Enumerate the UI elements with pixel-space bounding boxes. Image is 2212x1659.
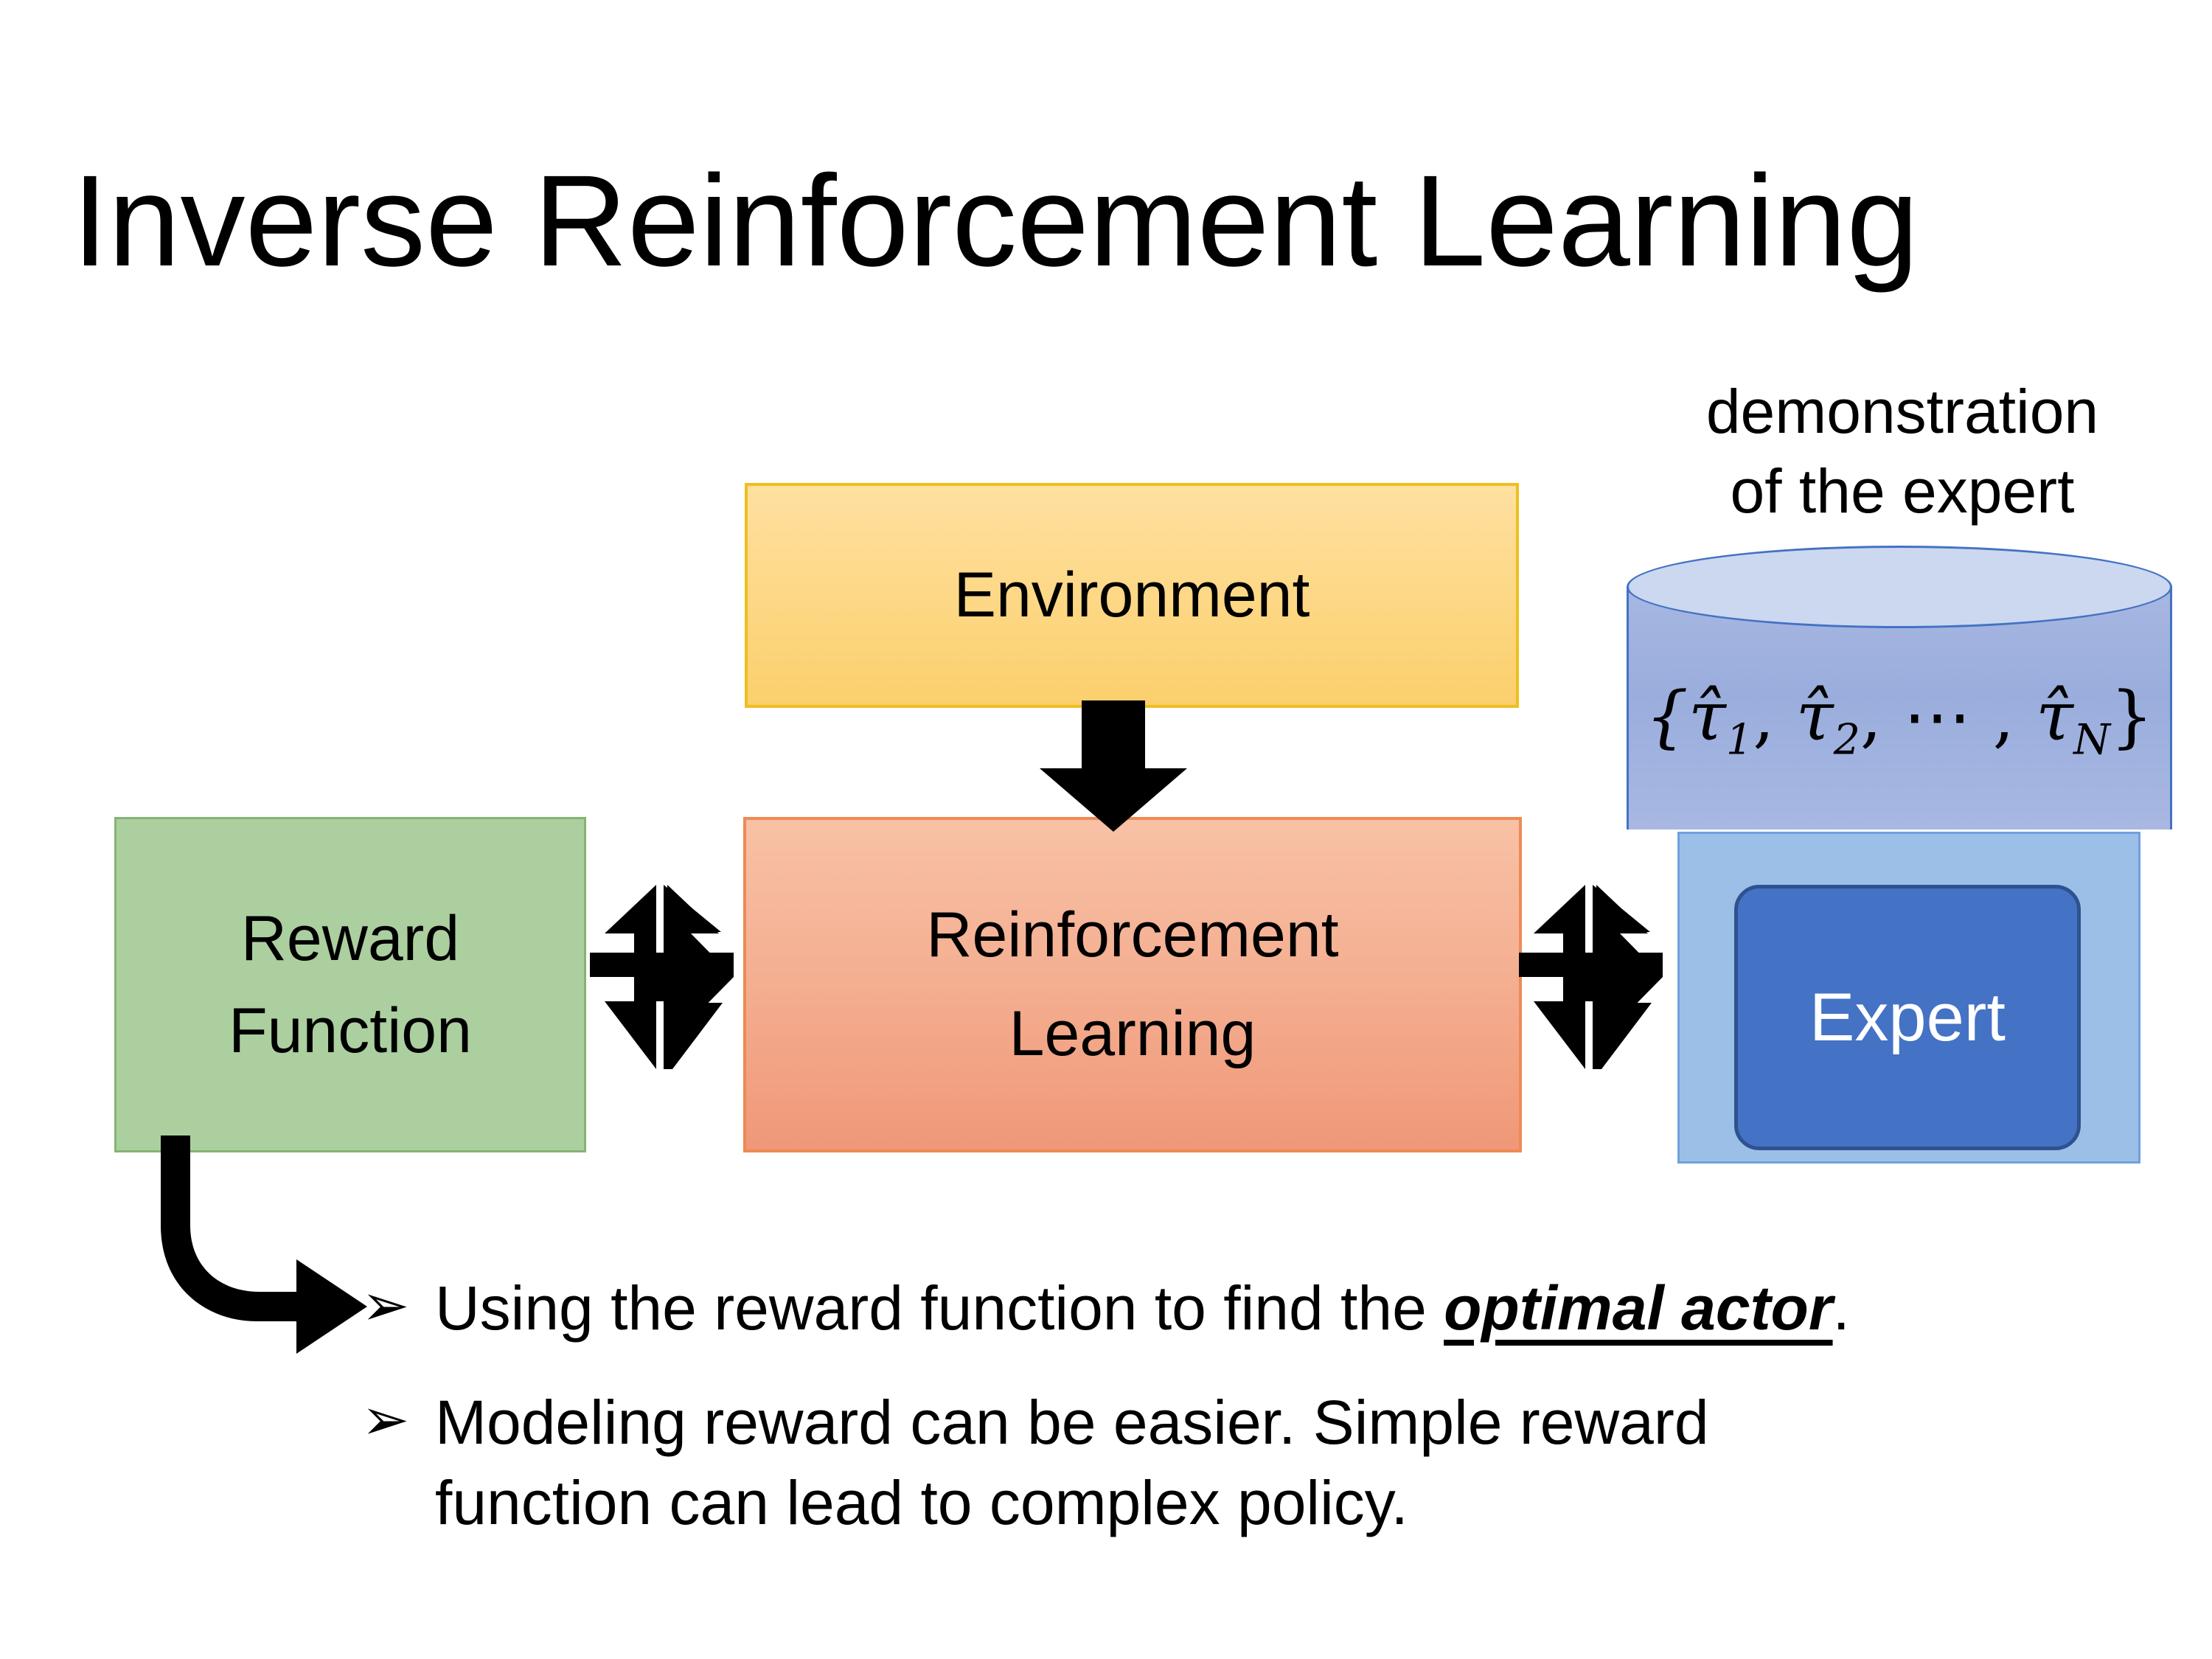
rl-label-line1: Reinforcement (926, 900, 1339, 971)
environment-box-label: Environment (953, 560, 1310, 630)
formula-sub-2: 2 (1833, 715, 1860, 765)
bullet-chevron-icon: ➢ (361, 1387, 410, 1453)
quad-arrow-icon-right (1519, 885, 1663, 1069)
demonstration-label-line2: of the expert (1730, 456, 2075, 526)
bullet-2-text: Modeling reward can be easier. Simple re… (435, 1388, 1709, 1538)
bullet-1-text-before: Using the reward function to find the (435, 1273, 1444, 1343)
down-arrow-icon (1040, 700, 1187, 832)
reward-function-box-label: Reward Function (229, 893, 472, 1077)
rl-label-line2: Learning (1009, 998, 1256, 1069)
reward-label-line1: Reward (240, 902, 460, 974)
reward-label-line2: Function (229, 995, 472, 1066)
reinforcement-learning-box-label: Reinforcement Learning (911, 886, 1353, 1083)
list-item: ➢ Using the reward function to find the … (361, 1268, 2131, 1349)
reinforcement-learning-box[interactable]: Reinforcement Learning (743, 817, 1522, 1152)
formula-tau-n: τ̂ (2036, 677, 2074, 756)
formula-ellipsis: , ⋯ , (1860, 677, 2037, 756)
reward-function-box[interactable]: Reward Function (114, 817, 586, 1152)
expert-box[interactable]: Expert (1734, 885, 2081, 1150)
expert-box-label: Expert (1809, 979, 2006, 1055)
bullet-1-text-after: . (1832, 1273, 1850, 1343)
page-title: Inverse Reinforcement Learning (72, 149, 1919, 293)
cylinder-top-ellipse (1627, 546, 2172, 628)
formula-sub-n: N (2073, 715, 2110, 765)
formula-sub-1: 1 (1725, 715, 1753, 765)
quad-arrow-icon-left (590, 885, 734, 1069)
bullet-list: ➢ Using the reward function to find the … (361, 1268, 2131, 1578)
elbow-arrow-icon (161, 1135, 367, 1354)
list-item: ➢ Modeling reward can be easier. Simple … (361, 1382, 1836, 1543)
bullet-1-emphasis: optimal actor (1444, 1273, 1833, 1343)
formula-tau-2: τ̂ (1795, 677, 1834, 756)
formula-comma-1: , (1753, 677, 1796, 756)
environment-box[interactable]: Environment (745, 483, 1519, 708)
formula-close-brace: } (2110, 677, 2154, 756)
demonstration-label: demonstration of the expert (1630, 372, 2175, 531)
formula-open-brace: { (1645, 677, 1689, 756)
demonstration-label-line1: demonstration (1705, 377, 2099, 446)
bullet-chevron-icon: ➢ (361, 1273, 410, 1338)
formula-tau-1: τ̂ (1688, 677, 1726, 756)
demonstration-cylinder: {τ̂1, τ̂2, ⋯ , τ̂N} (1627, 546, 2172, 870)
trajectory-set-formula: {τ̂1, τ̂2, ⋯ , τ̂N} (1627, 677, 2172, 764)
